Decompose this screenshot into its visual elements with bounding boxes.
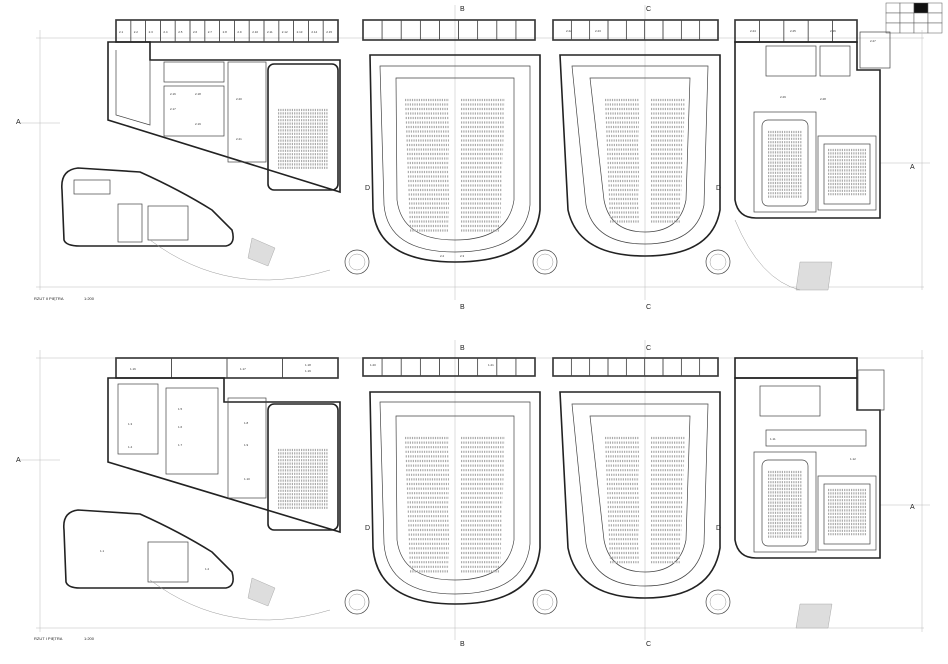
room-label: 1.19 (305, 369, 311, 373)
room-label: 1.8 (244, 421, 249, 425)
room-label: 2.2 (134, 30, 139, 34)
room-label: 1.17 (240, 367, 246, 371)
room-label: 2.4 (163, 30, 168, 34)
room-label: 2.20 (236, 97, 242, 101)
axis-A-right-2: A (910, 504, 915, 511)
room-label: 2.21 (236, 137, 242, 141)
room-label: 1.12 (850, 457, 856, 461)
axis-C-top: C (646, 6, 651, 13)
room-label: 2.22 (566, 29, 572, 33)
room-label: 2.17 (170, 107, 176, 111)
axis-B-top: B (460, 6, 465, 13)
room-label: 2.3 (149, 30, 154, 34)
axis-C-top-2: C (646, 345, 651, 352)
room-label: 1.4 (128, 445, 133, 449)
room-label: 2.15 (326, 30, 332, 34)
scale-second-floor: 1:200 (84, 296, 95, 301)
room-label: 1.2 (205, 567, 210, 571)
axis-C-bottom-2: C (646, 641, 651, 648)
room-label: 2.13 (297, 30, 303, 34)
axis-B-bottom: B (460, 304, 465, 311)
room-label: 1.7 (178, 443, 183, 447)
axis-C-bottom: C (646, 304, 651, 311)
svg-text:2.2: 2.2 (440, 254, 445, 258)
room-labels-second-floor: 2.1 2.2 2.3 2.4 2.5 2.6 2.7 2.8 2.9 2.10 2.11 2.12 2… (119, 29, 876, 141)
room-label: 1.6 (178, 425, 183, 429)
room-label: 2.5 (178, 30, 183, 34)
room-label: 2.1 (119, 30, 124, 34)
title-first-floor: RZUT I PIĘTRA (34, 636, 63, 641)
room-label: 1.20 (370, 363, 376, 367)
plan-first-floor: A A B B C C D D (16, 340, 930, 648)
axis-D-left: D (365, 185, 370, 192)
room-label: 2.23 (595, 29, 601, 33)
room-label: 2.7 (208, 30, 213, 34)
room-label: 2.14 (311, 30, 317, 34)
room-label: 1.16 (130, 367, 136, 371)
room-label: 2.19 (195, 122, 201, 126)
room-label: 2.9 (237, 30, 242, 34)
room-label: 1.5 (178, 407, 183, 411)
room-label: 2.27 (870, 39, 876, 43)
room-label: 2.29 (780, 95, 786, 99)
room-labels-first-floor: 1.16 1.17 1.18 1.19 1.20 1.21 1.1 1.2 1.3 1.4 1.5 1… (100, 363, 856, 571)
room-label: 1.3 (128, 422, 133, 426)
room-label: 1.11 (770, 437, 776, 441)
axis-D-right: D (716, 185, 721, 192)
room-label: 2.8 (223, 30, 228, 34)
room-label: 2.28 (820, 97, 826, 101)
room-label: 1.9 (244, 443, 249, 447)
key-plan (885, 2, 943, 34)
room-label: 1.1 (100, 549, 105, 553)
room-label: 2.10 (252, 30, 258, 34)
axis-B-bottom-2: B (460, 641, 465, 648)
scale-first-floor: 1:200 (84, 636, 95, 641)
room-label: 2.6 (193, 30, 198, 34)
plan-second-floor: A A B B C C D D 2.2 2.3 (16, 5, 930, 311)
axis-B-top-2: B (460, 345, 465, 352)
room-label: 2.25 (790, 29, 796, 33)
room-label: 1.21 (488, 363, 494, 367)
axis-A-left: A (16, 119, 21, 126)
room-label: 2.24 (750, 29, 756, 33)
room-label: 2.18 (195, 92, 201, 96)
room-label: 2.12 (282, 30, 288, 34)
title-second-floor: RZUT II PIĘTRA (34, 296, 64, 301)
room-label: 2.11 (267, 30, 273, 34)
axis-D-right-2: D (716, 525, 721, 532)
axis-D-left-2: D (365, 525, 370, 532)
room-label: 2.26 (830, 29, 836, 33)
axis-A-left-2: A (16, 457, 21, 464)
svg-text:2.3: 2.3 (460, 254, 465, 258)
axis-A-right: A (910, 164, 915, 171)
room-label: 1.18 (305, 363, 311, 367)
room-label: 2.16 (170, 92, 176, 96)
room-label: 1.10 (244, 477, 250, 481)
